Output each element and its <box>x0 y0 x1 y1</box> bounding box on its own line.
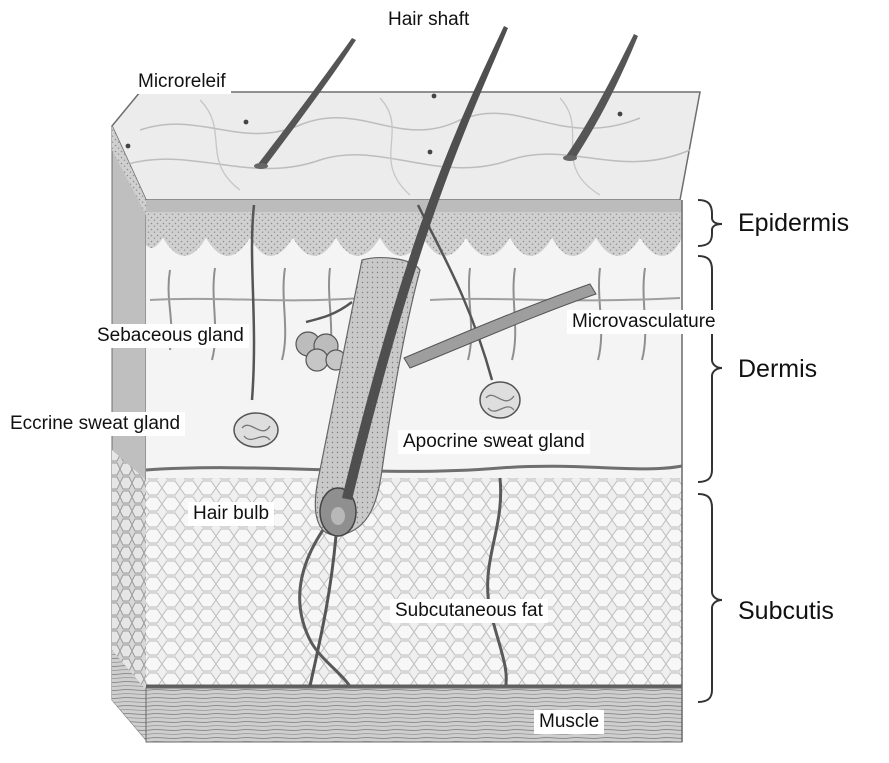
label-muscle: Muscle <box>534 710 604 734</box>
label-eccrine-sweat-gland: Eccrine sweat gland <box>5 412 185 436</box>
subcutis-bracket <box>698 494 722 702</box>
label-microvasculature: Microvasculature <box>567 310 721 334</box>
skin-surface <box>112 92 700 200</box>
layer-label-epidermis: Epidermis <box>738 208 849 238</box>
layer-label-dermis: Dermis <box>738 354 817 384</box>
label-hair-shaft: Hair shaft <box>383 8 474 32</box>
label-apocrine-sweat-gland: Apocrine sweat gland <box>398 430 590 454</box>
label-microreleif: Microreleif <box>133 70 231 94</box>
label-hair-bulb: Hair bulb <box>188 502 274 526</box>
label-subcutaneous-fat: Subcutaneous fat <box>390 599 548 623</box>
label-sebaceous-gland: Sebaceous gland <box>92 324 249 348</box>
layer-label-subcutis: Subcutis <box>738 596 834 626</box>
epidermis-bracket <box>698 200 722 246</box>
dermis-bracket <box>698 256 722 482</box>
